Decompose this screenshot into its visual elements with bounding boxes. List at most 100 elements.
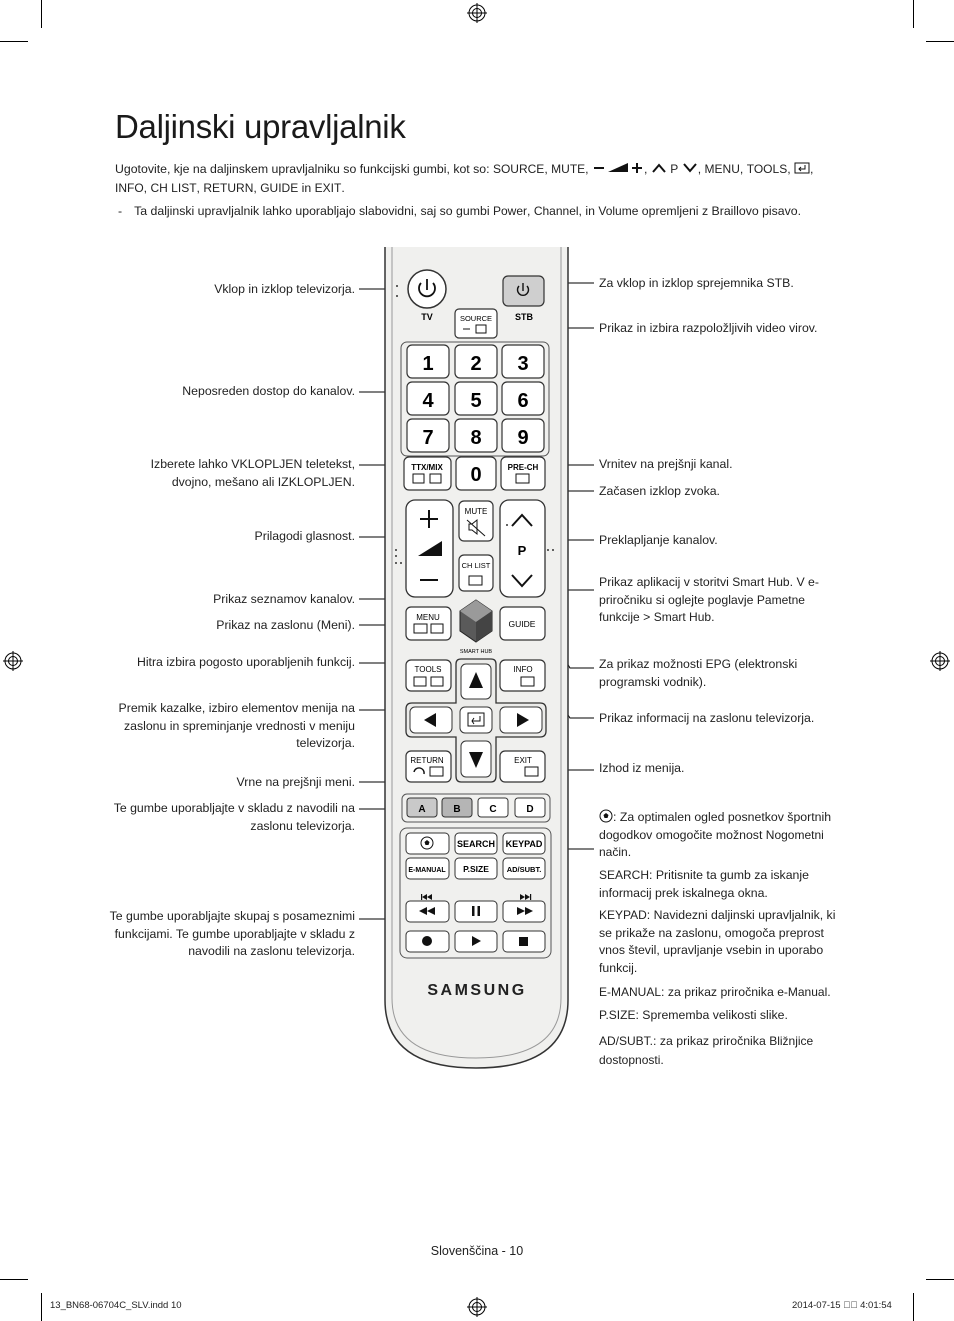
text: : Sprememba velikosti slike. (635, 1008, 788, 1022)
digit-0: 0 (470, 464, 481, 486)
label-mute: Začasen izklop zvoka. (599, 484, 720, 498)
note-text: Ta daljinski upravljalnik lahko uporablj… (134, 204, 493, 218)
intro-paragraph: Ugotovite, kje na daljinskem upravljalni… (115, 162, 814, 195)
channel-up-icon (652, 163, 666, 173)
function-buttons-frame (399, 827, 552, 959)
digit-4-button[interactable] (406, 381, 450, 416)
volume-rocker[interactable] (405, 499, 454, 598)
search-label: SEARCH (457, 839, 495, 849)
page-title: Daljinski upravljalnik (115, 108, 406, 145)
label-channel: Preklapljanje kanalov. (599, 533, 718, 547)
kw: Nogometni način (599, 827, 824, 860)
kw-info: INFO (115, 181, 144, 195)
channel-down-icon (682, 163, 697, 173)
skip-marks (421, 894, 532, 900)
psize-button[interactable] (454, 857, 498, 880)
return-button[interactable] (405, 750, 452, 783)
color-button-a[interactable] (406, 797, 438, 818)
guide-button[interactable] (499, 606, 546, 641)
channel-rocker[interactable] (499, 499, 546, 598)
volume-wedge-icon (418, 541, 442, 556)
label-emanual: E-MANUAL: za prikaz priročnika e-Manual. (599, 984, 849, 1002)
stb-label: STB (515, 312, 534, 322)
digit-5-button[interactable] (454, 381, 498, 416)
kw: Pametne funkcije (599, 592, 805, 625)
label-exit: Izhod iz menija. (599, 761, 685, 775)
label-teletext: Izberete lahko VKLOPLJEN teletekst, dvoj… (150, 457, 355, 489)
pause-button[interactable] (454, 900, 498, 923)
kw-mute: MUTE (551, 162, 586, 176)
smart-hub-button[interactable] (459, 599, 493, 643)
label-tools: Hitra izbira pogosto uporabljenih funkci… (136, 655, 355, 669)
tools-button[interactable] (405, 659, 452, 692)
label-function-buttons: Te gumbe uporabljajte skupaj s posamezni… (109, 909, 355, 958)
kw: SEARCH (599, 868, 650, 882)
digit-3-button[interactable] (501, 344, 545, 379)
keypad-label: KEYPAD (506, 839, 543, 849)
keypad-button[interactable] (502, 832, 546, 855)
text: > (639, 610, 654, 624)
source-icon (463, 324, 487, 334)
channel-down-icon (511, 574, 533, 588)
menu-button[interactable] (405, 606, 452, 641)
adsubt-label: AD/SUBT. (507, 865, 542, 874)
chlist-button[interactable] (458, 554, 494, 592)
registration-mark-icon (467, 1297, 487, 1317)
kw-power: Power (492, 204, 527, 218)
samsung-logo: SAMSUNG (427, 982, 526, 999)
kw: Bližnjice dostopnosti (599, 1034, 814, 1067)
label-volume: Prilagodi glasnost. (254, 529, 355, 543)
digit-6-button[interactable] (501, 381, 545, 416)
color-button-label: D (526, 804, 533, 815)
text: : Za optimalen ogled posnetkov športnih … (599, 810, 832, 842)
search-button[interactable] (454, 832, 498, 855)
text: Prikaz aplikacij v storitvi (599, 575, 733, 589)
label-power: Vklop in izklop televizorja. (214, 282, 355, 296)
chlist-label: CH LIST (462, 561, 491, 570)
digit-8-button[interactable] (454, 418, 498, 453)
text: . (827, 985, 831, 999)
prech-label: PRE-CH (508, 463, 539, 472)
note-dash: - (118, 204, 123, 218)
menu-label: MENU (416, 613, 440, 622)
digit-9: 9 (517, 427, 528, 449)
crop-mark (41, 0, 42, 28)
exit-button[interactable] (499, 750, 546, 783)
mute-icon (466, 518, 486, 537)
text: . (627, 845, 632, 859)
color-button-d[interactable] (514, 797, 546, 818)
label-menu: Prikaz na zaslonu (Meni). (216, 618, 355, 632)
adsubt-button[interactable] (502, 857, 546, 880)
digit-4: 4 (422, 390, 434, 412)
text: (elektronski programski vodnik). (599, 657, 798, 689)
kw: Smart Hub (653, 610, 712, 624)
rewind-button[interactable] (405, 900, 450, 923)
file-slug: 13_BN68-06704C_SLV.indd 10 (50, 1300, 182, 1311)
kw: e-Manual (777, 985, 828, 999)
intro-text: Ugotovite, kje na daljinskem upravljalni… (115, 162, 493, 176)
rewind-icon (419, 907, 435, 915)
ttx-mix-button[interactable] (403, 456, 452, 491)
color-button-b[interactable] (441, 797, 473, 818)
label-numbers: Neposreden dostop do kanalov. (182, 384, 355, 398)
digit-9-button[interactable] (501, 418, 545, 453)
digit-5: 5 (470, 390, 481, 412)
crop-mark (926, 41, 954, 42)
digit-6: 6 (517, 390, 528, 412)
digit-2-button[interactable] (454, 344, 498, 379)
note-text: , in (578, 204, 599, 218)
mute-label: MUTE (465, 507, 488, 516)
text: : Navidezni daljinski upravljalnik, ki s… (599, 908, 836, 975)
left-arrow-icon (424, 713, 436, 727)
color-button-c[interactable] (477, 797, 509, 818)
crop-mark (926, 1279, 954, 1280)
kw-p: P (670, 162, 679, 176)
crop-mark (0, 1279, 28, 1280)
digit-1-button[interactable] (406, 344, 450, 379)
emanual-button[interactable] (405, 857, 450, 880)
label-chlist: Prikaz seznamov kanalov. (213, 592, 355, 606)
label-return: Vrne na prejšnji meni. (236, 775, 355, 789)
enter-button[interactable] (459, 706, 493, 734)
digit-7-button[interactable] (406, 418, 450, 453)
digit-0-button[interactable] (455, 456, 497, 491)
